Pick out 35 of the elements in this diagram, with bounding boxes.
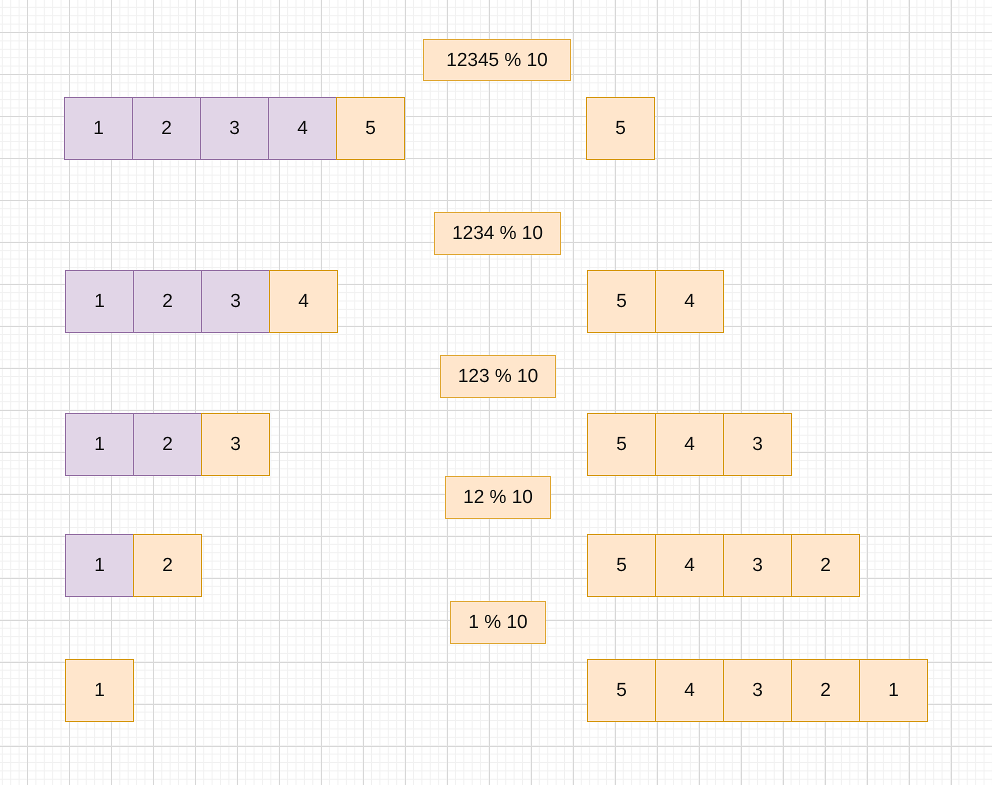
number-box: 4 (655, 413, 724, 476)
expression-box: 123 % 10 (440, 355, 556, 398)
number-box: 3 (201, 270, 270, 333)
number-box: 5 (587, 270, 656, 333)
number-box: 1 (65, 534, 134, 597)
number-box: 2 (791, 534, 860, 597)
number-box: 2 (133, 270, 202, 333)
number-box: 5 (587, 659, 656, 722)
number-box: 3 (723, 659, 792, 722)
number-box: 2 (132, 97, 201, 160)
number-box: 2 (133, 413, 202, 476)
number-box: 1 (64, 97, 133, 160)
expression-box: 1 % 10 (450, 601, 546, 644)
number-box: 1 (65, 659, 134, 722)
number-box: 2 (791, 659, 860, 722)
expression-box: 12 % 10 (445, 476, 551, 519)
number-box: 5 (586, 97, 655, 160)
number-box: 3 (723, 534, 792, 597)
number-box: 4 (268, 97, 337, 160)
number-box: 5 (336, 97, 405, 160)
number-box: 4 (655, 659, 724, 722)
number-box: 3 (200, 97, 269, 160)
expression-box: 1234 % 10 (434, 212, 561, 255)
number-box: 1 (859, 659, 928, 722)
number-box: 2 (133, 534, 202, 597)
expression-box: 12345 % 10 (423, 39, 571, 81)
number-box: 5 (587, 534, 656, 597)
number-box: 4 (269, 270, 338, 333)
number-box: 5 (587, 413, 656, 476)
number-box: 3 (723, 413, 792, 476)
number-box: 4 (655, 270, 724, 333)
number-box: 1 (65, 270, 134, 333)
number-box: 3 (201, 413, 270, 476)
number-box: 4 (655, 534, 724, 597)
number-box: 1 (65, 413, 134, 476)
